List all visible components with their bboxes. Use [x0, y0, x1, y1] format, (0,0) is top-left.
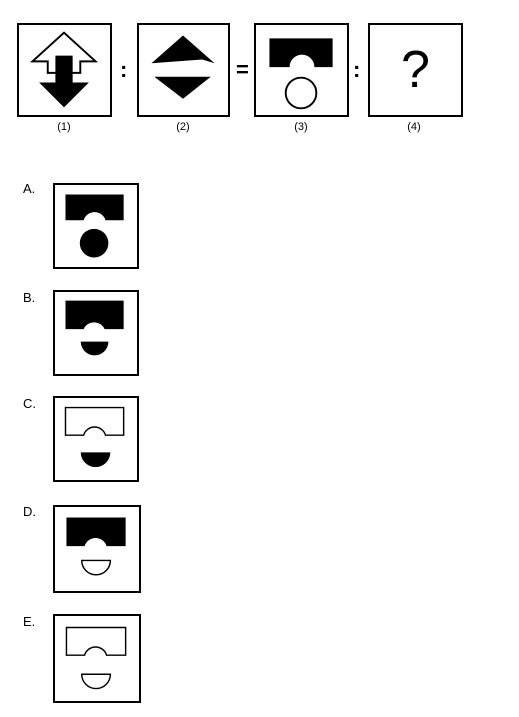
- equals-operator: =: [236, 57, 249, 82]
- figure-4: ?: [368, 23, 463, 117]
- option-b[interactable]: [53, 290, 139, 376]
- caption-3: (3): [294, 121, 308, 133]
- option-e-figure-icon: [65, 626, 127, 690]
- option-d-figure-icon: [66, 517, 126, 576]
- block-and-circle-icon: [269, 38, 333, 110]
- up-down-arrows-icon: [29, 31, 99, 108]
- option-c-figure-icon: [64, 406, 125, 468]
- option-e-label: E.: [23, 614, 36, 629]
- ratio-operator-1: :: [120, 57, 128, 82]
- option-e[interactable]: [53, 614, 141, 703]
- option-a-label: A.: [23, 181, 36, 196]
- option-c[interactable]: [53, 396, 139, 482]
- option-c-label: C.: [23, 396, 36, 411]
- option-d[interactable]: [53, 505, 141, 593]
- ratio-operator-2: :: [353, 57, 361, 82]
- chevrons-icon: [151, 35, 215, 99]
- figure-2: [137, 23, 230, 117]
- question-mark: ?: [401, 41, 430, 99]
- option-d-label: D.: [23, 504, 36, 519]
- caption-4: (4): [407, 121, 421, 133]
- option-a-figure-icon: [65, 194, 124, 258]
- option-a[interactable]: [53, 183, 139, 269]
- caption-1: (1): [57, 121, 71, 133]
- option-b-figure-icon: [65, 300, 124, 356]
- figure-3: [254, 23, 349, 117]
- caption-2: (2): [176, 121, 190, 133]
- option-b-label: B.: [23, 290, 36, 305]
- figure-1: [17, 23, 112, 117]
